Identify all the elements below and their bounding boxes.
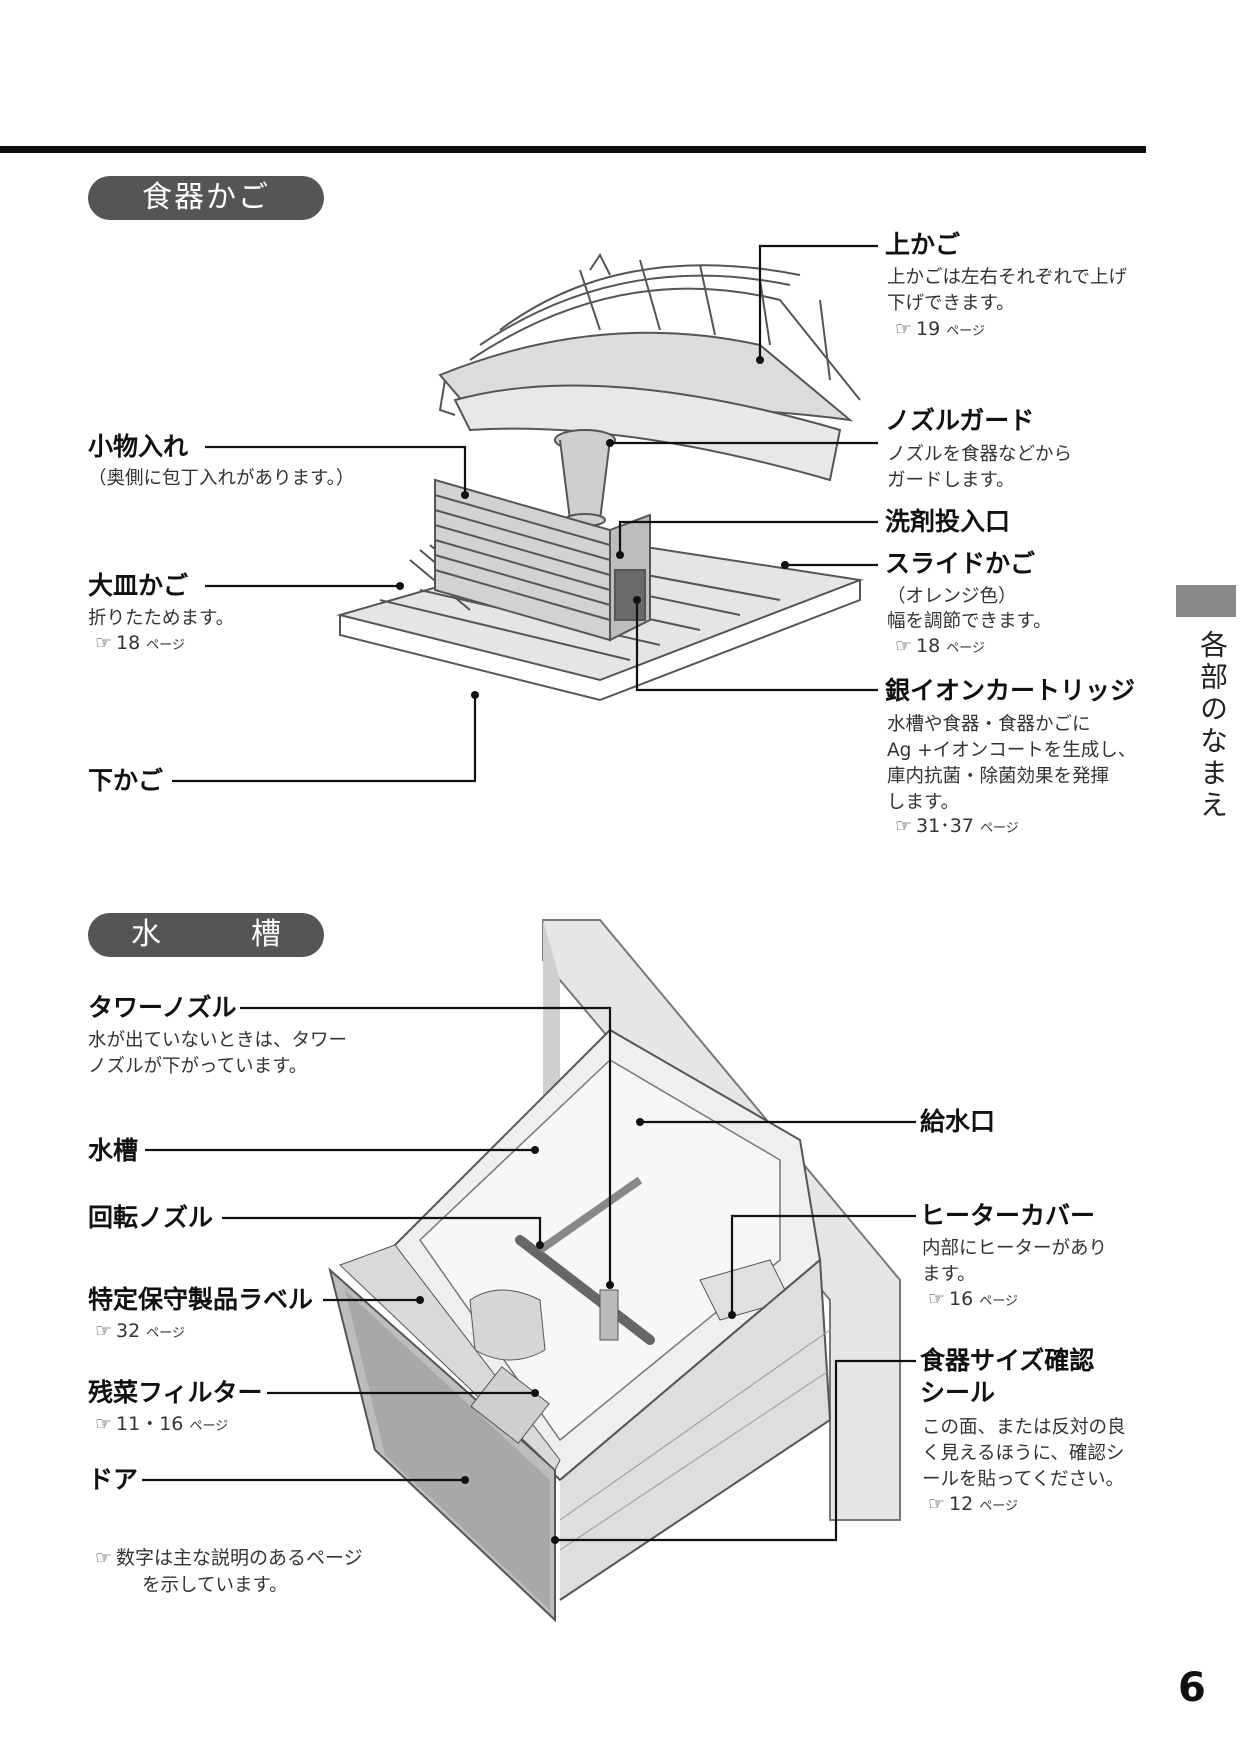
side-tab-label: 各部のなまえ (1196, 630, 1229, 822)
desc-heater-cover-2: ます。 (922, 1264, 976, 1285)
label-silver-ion: 銀イオンカートリッジ (885, 676, 1136, 705)
ref-size-seal: ☞12 ページ (928, 1493, 1019, 1516)
ref-silver-ion: ☞31･37 ページ (895, 815, 1019, 838)
footnote-line-2: を示しています。 (142, 1575, 288, 1596)
desc-small-items: （奥側に包丁入れがあります。） (88, 468, 355, 489)
desc-nozzle-guard-2: ガードします。 (887, 470, 1015, 491)
desc-silver-ion-1: 水槽や食器・食器かごに (887, 714, 1091, 735)
pointing-hand-icon: ☞ (928, 1288, 946, 1311)
label-water-inlet: 給水口 (920, 1107, 996, 1136)
leader-size-seal (555, 1359, 916, 1542)
label-heater-cover: ヒーターカバー (920, 1201, 1096, 1230)
desc-silver-ion-2: Ag +イオンコートを生成し、 (887, 740, 1137, 761)
leader-dots (396, 356, 789, 1544)
pointing-hand-icon: ☞ (95, 1413, 113, 1436)
ref-heater-cover: ☞16 ページ (928, 1288, 1019, 1311)
label-water-tank: 水槽 (88, 1136, 139, 1165)
label-size-seal-2: シール (920, 1378, 996, 1407)
leader-lines-tank (142, 1006, 916, 1542)
desc-silver-ion-4: します。 (887, 792, 960, 813)
leader-upper-basket (758, 244, 878, 360)
desc-upper-basket-1: 上かごは左右それぞれで上げ (887, 267, 1127, 288)
label-detergent-inlet: 洗剤投入口 (885, 507, 1011, 536)
leader-lines-basket (172, 244, 878, 783)
label-nozzle-guard: ノズルガード (885, 406, 1035, 435)
label-slide-basket: スライドかご (885, 549, 1036, 578)
desc-size-seal-2: く見えるほうに、確認シ (922, 1443, 1125, 1464)
desc-slide-basket-2: 幅を調節できます。 (887, 611, 1052, 632)
door-drawing (328, 1244, 561, 1623)
page-number: 6 (1178, 1665, 1206, 1711)
pointing-hand-icon: ☞ (95, 632, 113, 655)
label-lower-basket: 下かご (88, 766, 164, 795)
upper-basket-drawing (438, 253, 861, 482)
label-filter: 残菜フィルター (88, 1378, 263, 1407)
desc-slide-basket-1: （オレンジ色） (887, 586, 1017, 607)
desc-nozzle-guard-1: ノズルを食器などから (887, 444, 1073, 465)
label-maintenance-label: 特定保守製品ラベル (88, 1285, 314, 1314)
desc-heater-cover-1: 内部にヒーターがあり (922, 1238, 1108, 1259)
desc-upper-basket-2: 下げできます。 (887, 293, 1015, 314)
leader-rotary-nozzle (222, 1216, 542, 1245)
label-door: ドア (88, 1465, 139, 1494)
section-title-basket: 食器かご (88, 176, 324, 220)
leader-detergent (618, 520, 878, 555)
desc-tower-nozzle-2: ノズルが下がっています。 (88, 1056, 308, 1077)
desc-size-seal-3: ールを貼ってください。 (922, 1469, 1125, 1490)
label-rotary-nozzle: 回転ノズル (88, 1203, 214, 1232)
label-tower-nozzle: タワーノズル (88, 993, 237, 1022)
label-small-items: 小物入れ (88, 432, 189, 461)
leader-small-items (205, 445, 467, 495)
ref-slide-basket: ☞18 ページ (895, 635, 986, 658)
leader-tower-nozzle (240, 1006, 612, 1285)
small-items-box-drawing (434, 478, 651, 642)
ref-large-plate: ☞18 ページ (95, 632, 186, 655)
ref-maintenance-label: ☞32 ページ (95, 1320, 186, 1343)
pointing-hand-icon: ☞ (928, 1493, 946, 1516)
leader-heater-cover (730, 1214, 916, 1315)
ref-upper-basket: ☞19 ページ (895, 318, 986, 341)
ref-filter: ☞11・16 ページ (95, 1413, 229, 1436)
label-upper-basket: 上かご (885, 230, 961, 259)
pointing-hand-icon: ☞ (895, 635, 913, 658)
top-rule (0, 146, 1146, 153)
label-large-plate: 大皿かご (88, 571, 189, 600)
desc-size-seal-1: この面、または反対の良 (922, 1417, 1126, 1438)
desc-large-plate: 折りたためます。 (88, 608, 235, 629)
nozzle-guard-drawing (554, 429, 616, 527)
section-title-tank: 水 槽 (88, 913, 324, 957)
pointing-hand-icon: ☞ (95, 1547, 113, 1570)
desc-silver-ion-3: 庫内抗菌・除菌効果を発揮 (887, 766, 1110, 787)
leader-silver-ion (635, 600, 878, 692)
pointing-hand-icon: ☞ (95, 1320, 113, 1343)
label-size-seal-1: 食器サイズ確認 (920, 1346, 1095, 1375)
pointing-hand-icon: ☞ (895, 815, 913, 838)
side-tab-marker (1176, 585, 1236, 617)
pointing-hand-icon: ☞ (895, 318, 913, 341)
desc-tower-nozzle-1: 水が出ていないときは、タワー (88, 1030, 348, 1051)
footnote: ☞数字は主な説明のあるページ (95, 1547, 363, 1570)
leader-lower-basket (172, 695, 477, 783)
